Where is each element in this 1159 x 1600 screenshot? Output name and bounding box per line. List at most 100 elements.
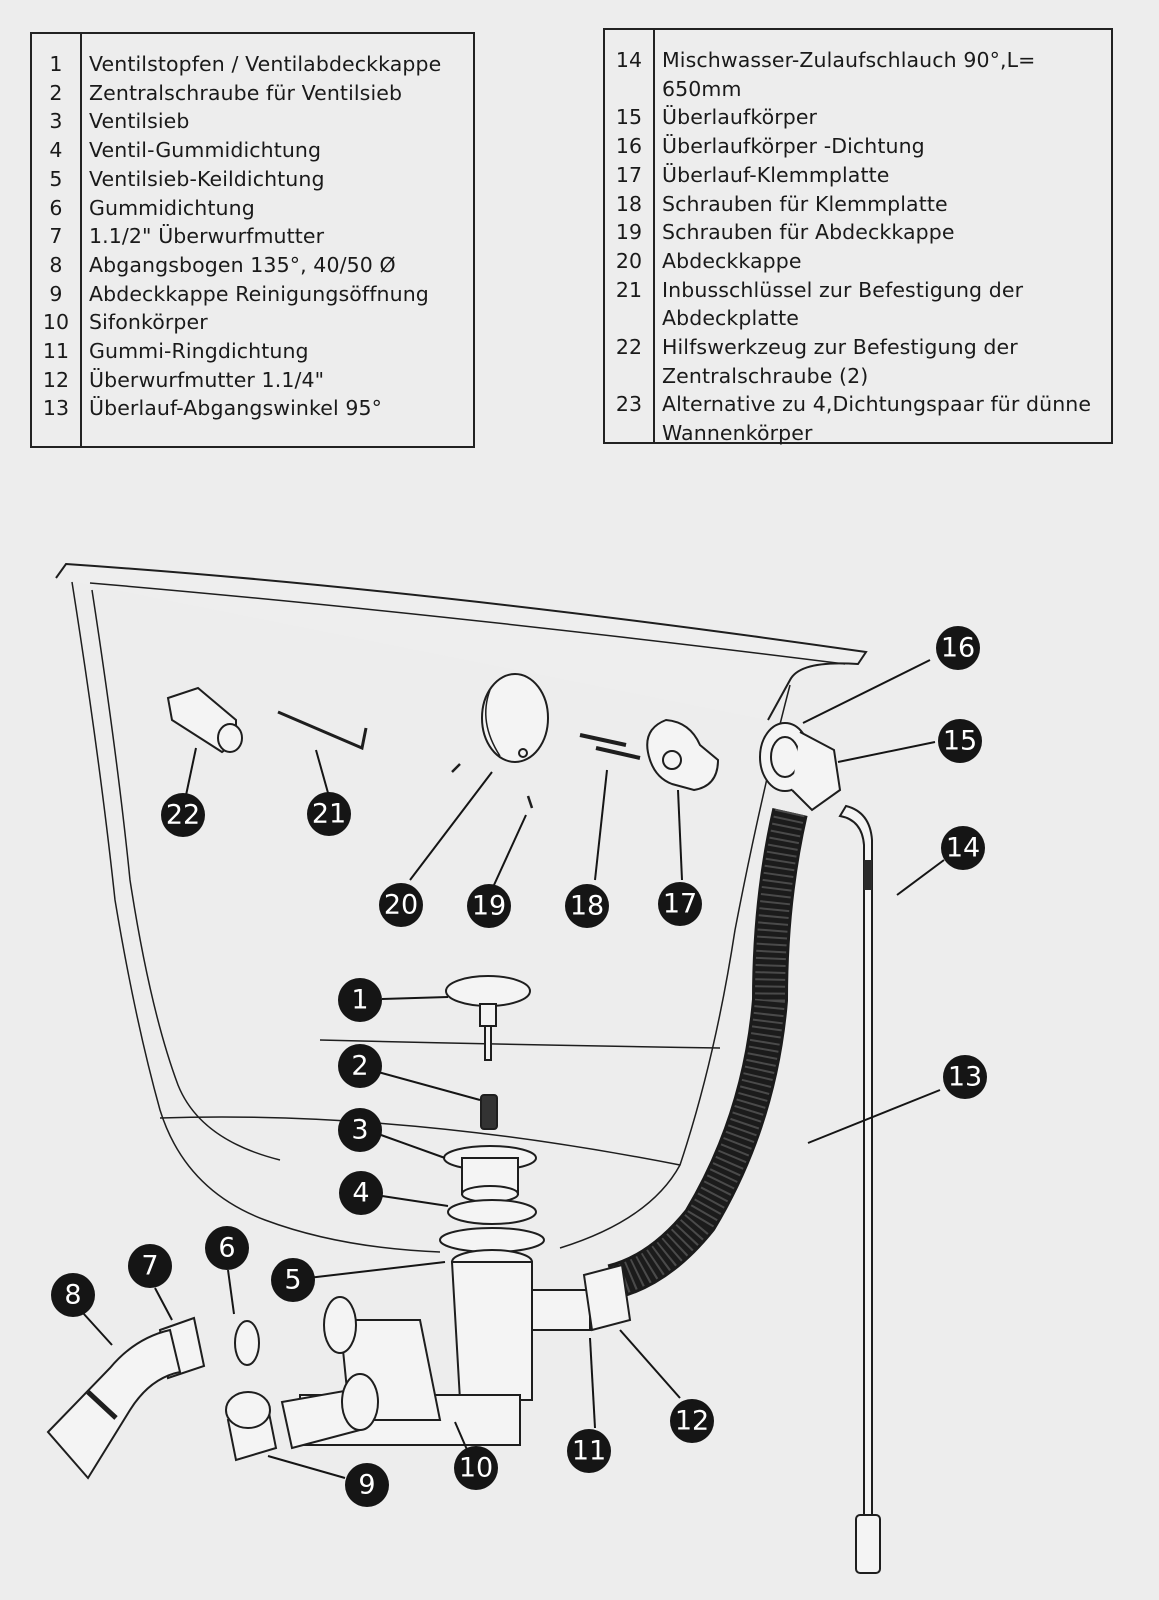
legend-row: 13 Überlauf-Abgangswinkel 95° [32, 394, 473, 423]
svg-text:18: 18 [570, 891, 604, 922]
callout-10: 10 [454, 1446, 498, 1490]
svg-text:7: 7 [141, 1251, 158, 1282]
legend-description: Ventilsieb [89, 109, 190, 134]
legend-number: 5 [49, 166, 63, 191]
helper-tool-part [166, 686, 243, 754]
central-screw-part [480, 1094, 498, 1130]
legend-description: Ventil-Gummidichtung [89, 138, 322, 163]
legend-number: 6 [49, 195, 63, 220]
legend-description: Inbusschlüssel zur Befestigung der Abdec… [662, 277, 1024, 331]
callout-2: 2 [338, 1044, 382, 1088]
alternative-seal-part [439, 1227, 545, 1253]
callout-11: 11 [567, 1429, 611, 1473]
allen-key-part [277, 710, 368, 751]
legend-row: 3 Ventilsieb [32, 107, 473, 136]
legend-number: 11 [42, 339, 70, 364]
callout-9: 9 [345, 1463, 389, 1507]
legend-description: Hilfswerkzeug zur Befestigung der Zentra… [662, 335, 1018, 388]
callout-19: 19 [467, 884, 511, 928]
legend-description: Schrauben für Klemmplatte [662, 191, 948, 216]
bathtub-outline [55, 562, 868, 1253]
legend-description: Abdeckkappe [662, 248, 802, 273]
callout-12: 12 [670, 1399, 714, 1443]
valve-gasket-part [447, 1199, 537, 1225]
legend-number: 14 [615, 48, 643, 72]
callout-22: 22 [161, 793, 205, 837]
svg-text:22: 22 [166, 800, 200, 831]
legend-number: 20 [615, 248, 643, 273]
callout-5: 5 [271, 1258, 315, 1302]
legend-number: 19 [615, 220, 643, 245]
svg-text:6: 6 [218, 1233, 235, 1264]
callout-13: 13 [943, 1055, 987, 1099]
legend-number: 12 [42, 367, 70, 392]
legend-column-divider [80, 34, 82, 446]
legend-number: 18 [615, 191, 643, 216]
svg-text:13: 13 [948, 1062, 982, 1093]
svg-text:14: 14 [946, 833, 980, 864]
siphon-inlet-part [280, 1373, 379, 1450]
legend-number: 13 [42, 396, 70, 421]
callout-4: 4 [339, 1171, 383, 1215]
svg-text:5: 5 [284, 1265, 301, 1296]
legend-number: 3 [49, 109, 63, 134]
svg-text:21: 21 [312, 799, 346, 830]
legend-row: 20 Abdeckkappe [605, 247, 1111, 276]
legend-row: 11 Gummi-Ringdichtung [32, 337, 473, 366]
legend-number: 16 [615, 134, 643, 159]
legend-number: 1 [49, 52, 63, 76]
legend-number: 4 [49, 138, 63, 163]
legend-description: Überwurfmutter 1.1/4" [89, 367, 325, 392]
legend-number: 8 [49, 252, 63, 277]
legend-number: 9 [49, 281, 63, 306]
legend-description: Ventilsieb-Keildichtung [89, 166, 325, 191]
legend-column-divider [653, 30, 655, 442]
svg-text:20: 20 [384, 890, 418, 921]
legend-description: Gummi-Ringdichtung [89, 339, 309, 364]
legend-number: 10 [42, 310, 70, 335]
svg-text:4: 4 [352, 1178, 369, 1209]
callout-21: 21 [307, 792, 351, 836]
callout-6: 6 [205, 1226, 249, 1270]
legend-row: 12 Überwurfmutter 1.1/4" [32, 366, 473, 395]
overflow-clamp-plate-part [646, 718, 720, 792]
legend-description: 1.1/2" Überwurfmutter [89, 224, 325, 249]
legend-description: Mischwasser-Zulaufschlauch 90°,L= 650mm [662, 48, 1042, 101]
legend-rows: 14 Mischwasser-Zulaufschlauch 90°,L= 650m… [605, 46, 1111, 448]
svg-text:19: 19 [472, 891, 506, 922]
valve-strainer-part [443, 1145, 537, 1203]
callout-7: 7 [128, 1244, 172, 1288]
valve-plug-part [445, 975, 531, 1061]
overflow-body-part [759, 722, 842, 812]
legend-row: 9 Abdeckkappe Reinigungsöffnung [32, 280, 473, 309]
legend-description: Abdeckkappe Reinigungsöffnung [89, 281, 429, 306]
legend-row: 5 Ventilsieb-Keildichtung [32, 165, 473, 194]
legend-description: Sifonkörper [89, 310, 208, 335]
legend-number: 21 [615, 277, 643, 302]
svg-text:3: 3 [351, 1115, 368, 1146]
callout-17: 17 [658, 882, 702, 926]
legend-row: 14 Mischwasser-Zulaufschlauch 90°,L= 650m… [605, 46, 1111, 103]
callout-14: 14 [941, 826, 985, 870]
svg-text:10: 10 [459, 1453, 493, 1484]
supply-hose-part [838, 804, 881, 1574]
callout-8: 8 [51, 1273, 95, 1317]
legend-description: Überlaufkörper [662, 105, 818, 130]
legend-row: 18 Schrauben für Klemmplatte [605, 190, 1111, 219]
legend-number: 15 [615, 105, 643, 130]
legend-row: 15 Überlaufkörper [605, 103, 1111, 132]
leader-lines [82, 659, 945, 1479]
svg-text:15: 15 [943, 726, 977, 757]
cleaning-cap-part [225, 1391, 278, 1462]
legend-description: Überlauf-Abgangswinkel 95° [89, 396, 383, 421]
